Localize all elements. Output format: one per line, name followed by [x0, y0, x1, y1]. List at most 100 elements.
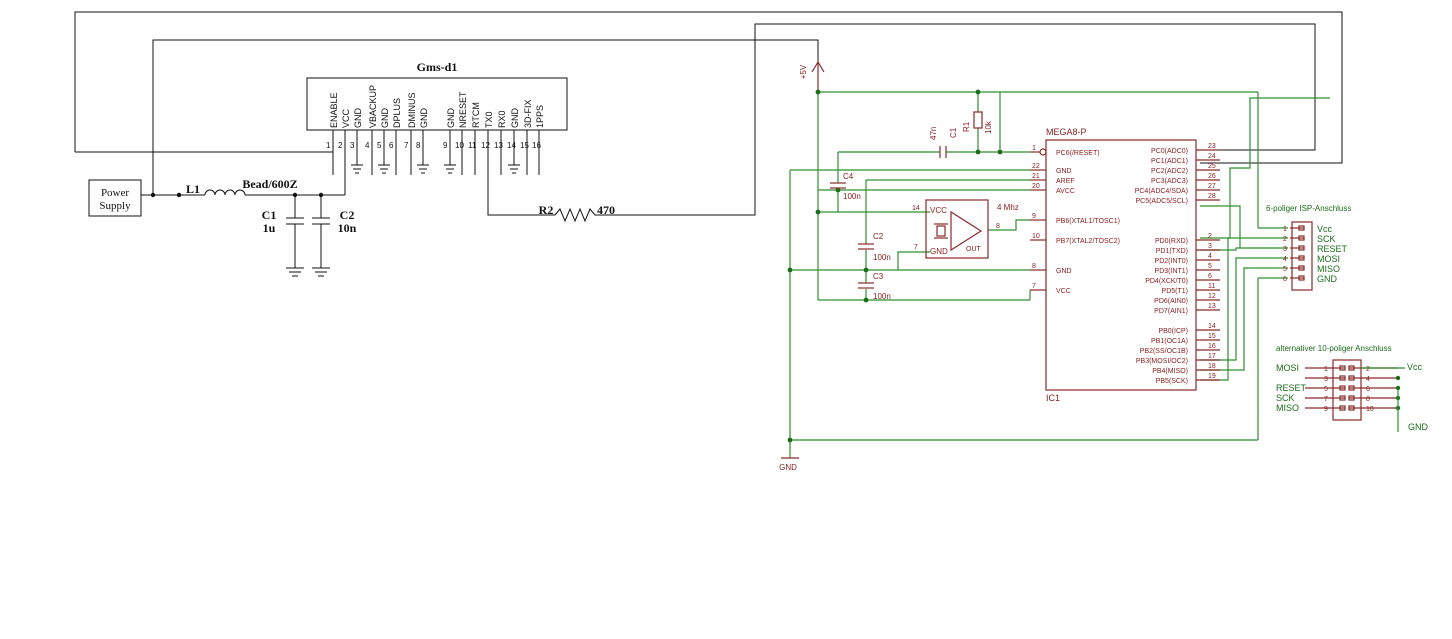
- alt-pin-socket: [1339, 365, 1346, 371]
- gps-pin-number: 10: [455, 141, 464, 150]
- isp-connector: [1291, 221, 1313, 291]
- mcu-right-pins: 23PC0(ADC0)24PC1(ADC1)25PC2(ADC2)26PC3(A…: [1135, 143, 1220, 385]
- mcu-pin-number: 17: [1208, 353, 1216, 360]
- mcu-left-pins: 1PC6(/RESET)22GND21AREF20AVCC9PB6(XTAL1/…: [1030, 145, 1120, 295]
- gps-pin-number: 15: [520, 141, 529, 150]
- alt-pin-number: 6: [1366, 386, 1370, 393]
- alt-pin-socket: [1348, 385, 1355, 391]
- mcu-pin-name: PC6(/RESET): [1056, 150, 1100, 157]
- isp-pin-name: GND: [1317, 274, 1338, 284]
- mcu-pin-number: 20: [1032, 183, 1040, 190]
- alt-pin-number: 1: [1324, 366, 1328, 373]
- alt-pin-number: 2: [1366, 366, 1370, 373]
- mcu-pin-number: 19: [1208, 373, 1216, 380]
- mcu-pin-name: PD5(T1): [1162, 288, 1188, 295]
- alt-pin-socket: [1348, 405, 1355, 411]
- c1-label: C1: [949, 127, 958, 138]
- osc-vcc-label: VCC: [930, 206, 947, 215]
- mcu-pin-name: PD0(RXD): [1155, 238, 1188, 245]
- isp-title: 6-poliger ISP-Anschluss: [1266, 204, 1351, 213]
- junction-dot: [787, 267, 793, 273]
- wire-osc-out: [988, 219, 1030, 231]
- mcu-pin-name: PD1(TXD): [1156, 248, 1188, 255]
- c1-value: 1u: [263, 221, 276, 235]
- c2-value: 100n: [873, 253, 891, 262]
- osc-pin14: 14: [912, 205, 920, 212]
- gps-pin-name: GND: [353, 108, 363, 129]
- l1-label: L1: [186, 182, 200, 196]
- gps-pin-name: DMINUS: [407, 93, 417, 129]
- mcu-pin-name: PB1(OC1A): [1151, 338, 1188, 345]
- alt-pin-name: MOSI: [1276, 363, 1299, 373]
- wire-tx: [633, 23, 1316, 216]
- gps-pin-number: 13: [494, 141, 503, 150]
- gps-pin-number: 14: [507, 141, 516, 150]
- gps-pin-name: DPLUS: [392, 98, 402, 128]
- mcu-pin-name: PC5(ADC5/SCL): [1135, 198, 1188, 205]
- mcu-pin-number: 6: [1208, 273, 1212, 280]
- alt-title: alternativer 10-poliger Anschluss: [1276, 344, 1392, 353]
- mcu-pin-name: PB0(ICP): [1158, 328, 1188, 335]
- inductor-l1: [204, 189, 246, 196]
- oscillator-box: [925, 199, 989, 259]
- mcu-pin-name: PB2(SS/OC1B): [1140, 348, 1188, 355]
- isp-pin-name: Vcc: [1317, 224, 1333, 234]
- mcu-pin-name: PD2(INT0): [1155, 258, 1188, 265]
- isp-pin-number: 6: [1283, 276, 1287, 283]
- mcu-pin-name: PD6(AIN0): [1154, 298, 1188, 305]
- alt-pin-socket: [1348, 365, 1355, 371]
- crystal-icon: [936, 225, 946, 237]
- mcu-pin-name: GND: [1056, 268, 1072, 275]
- gps-pin-name: RTCM: [471, 102, 481, 128]
- alt-pin-number: 4: [1366, 376, 1370, 383]
- osc-pin7: 7: [914, 244, 918, 251]
- isp-pin-socket: [1298, 265, 1305, 271]
- wire-enable: [74, 11, 1343, 164]
- power-supply-label-1: Power: [101, 187, 129, 199]
- bead-label: Bead/600Z: [242, 177, 297, 191]
- wire-osc-gnd: [897, 251, 930, 270]
- c2-value: 10n: [338, 221, 357, 235]
- isp-pin-socket: [1298, 235, 1305, 241]
- isp-pin-name: MOSI: [1317, 254, 1340, 264]
- junction-dot: [787, 437, 793, 443]
- mcu-pin-number: 24: [1208, 153, 1216, 160]
- c1-value: 47n: [929, 127, 938, 140]
- mcu-pin-number: 4: [1208, 253, 1212, 260]
- junction-dot: [975, 89, 981, 95]
- alt-pin-number: 9: [1324, 406, 1328, 413]
- gps-pin-number: 8: [416, 141, 421, 150]
- isp-pin-socket: [1298, 245, 1305, 251]
- alt-pin-number: 8: [1366, 396, 1370, 403]
- osc-freq-label: 4 Mhz: [997, 203, 1019, 212]
- gps-pin-name: GND: [419, 108, 429, 129]
- mcu-pin-name: VCC: [1056, 288, 1071, 295]
- gps-pin-name: GND: [446, 108, 456, 129]
- osc-pin8: 8: [996, 223, 1000, 230]
- alt-pin-name: RESET: [1276, 383, 1307, 393]
- mcu-pin-number: 9: [1032, 213, 1036, 220]
- gps-pin-number: 11: [468, 141, 477, 150]
- mcu-pin-number: 3: [1208, 243, 1212, 250]
- alt-pin-name: MISO: [1276, 403, 1299, 413]
- mcu-pin-name: PB3(MOSI/OC2): [1136, 358, 1188, 365]
- r2-label: R2: [539, 203, 554, 217]
- mcu-pin-number: 16: [1208, 343, 1216, 350]
- mcu-pin-name: PC2(ADC2): [1151, 168, 1188, 175]
- gps-pin-number: 3: [350, 141, 355, 150]
- alt-pin-number: 7: [1324, 396, 1328, 403]
- mcu-pin-name: PC1(ADC1): [1151, 158, 1188, 165]
- wire-tx0-r2: [487, 150, 555, 216]
- power-supply-box: [88, 179, 142, 217]
- mcu-pin-number: 22: [1032, 163, 1040, 170]
- mcu-name: MEGA8-P: [1046, 127, 1087, 137]
- alt-pin-socket: [1339, 375, 1346, 381]
- c2-label: C2: [340, 208, 355, 222]
- mcu-pin-number: 8: [1032, 263, 1036, 270]
- mcu-pin-number: 2: [1208, 233, 1212, 240]
- mcu-pin-name: PC4(ADC4/SDA): [1135, 188, 1188, 195]
- mcu-pin-name: PD3(INT1): [1155, 268, 1188, 275]
- mcu-pin-number: 25: [1208, 163, 1216, 170]
